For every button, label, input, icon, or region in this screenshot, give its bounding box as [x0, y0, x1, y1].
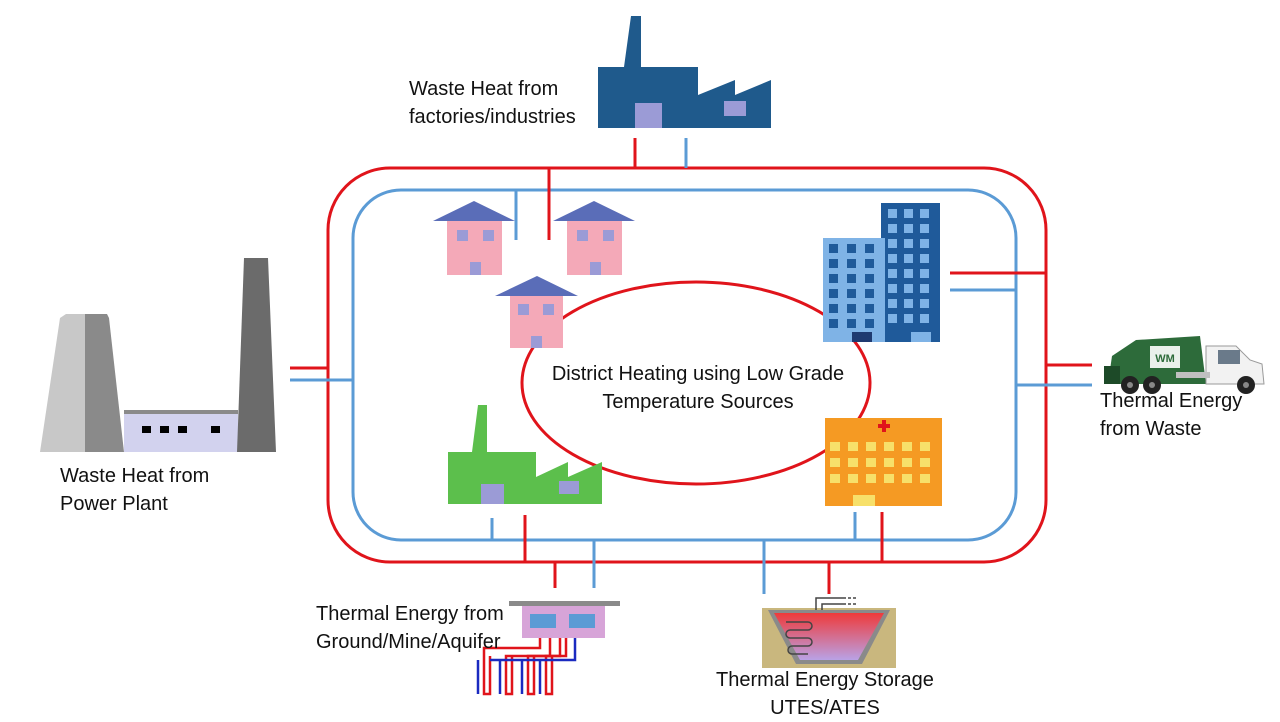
window	[904, 314, 913, 323]
label-ground: Thermal Energy from Ground/Mine/Aquifer	[316, 600, 504, 656]
window	[920, 239, 929, 248]
label-waste: Thermal Energy from Waste	[1100, 387, 1242, 443]
label-factories: Waste Heat from factories/industries	[409, 75, 576, 131]
window	[904, 284, 913, 293]
label-ground-line2: Ground/Mine/Aquifer	[316, 631, 501, 653]
house-icon	[553, 201, 635, 275]
window	[904, 254, 913, 263]
window	[888, 269, 897, 278]
label-power-plant-line2: Power Plant	[60, 493, 168, 515]
label-factories-line1: Waste Heat from	[409, 78, 559, 100]
window	[902, 474, 912, 483]
window	[904, 239, 913, 248]
label-storage-line2: UTES/ATES	[770, 697, 880, 719]
window	[829, 289, 838, 298]
window	[920, 269, 929, 278]
label-power-plant: Waste Heat from Power Plant	[60, 462, 209, 518]
window	[888, 224, 897, 233]
window	[904, 299, 913, 308]
window	[847, 274, 856, 283]
window	[888, 239, 897, 248]
apartment-building-icon	[823, 203, 940, 342]
center-loop	[520, 280, 872, 486]
label-factories-line2: factories/industries	[409, 106, 576, 128]
power-plant-icon	[40, 258, 276, 452]
window	[888, 299, 897, 308]
window	[884, 442, 894, 451]
window	[920, 314, 929, 323]
window	[904, 224, 913, 233]
window	[888, 209, 897, 218]
house-icon	[495, 276, 578, 348]
thermal-storage-icon	[762, 597, 896, 668]
window	[829, 304, 838, 313]
window	[865, 244, 874, 253]
window	[847, 304, 856, 313]
window	[847, 259, 856, 268]
house-icon	[433, 201, 515, 275]
garbage-truck-icon: WM	[1104, 336, 1265, 394]
window	[902, 458, 912, 467]
window	[888, 284, 897, 293]
window	[847, 319, 856, 328]
window	[848, 458, 858, 467]
window	[888, 314, 897, 323]
window	[866, 474, 876, 483]
window	[830, 442, 840, 451]
label-center-line2: Temperature Sources	[602, 391, 794, 413]
window	[866, 458, 876, 467]
window	[920, 254, 929, 263]
label-waste-line1: Thermal Energy	[1100, 390, 1243, 412]
window	[829, 319, 838, 328]
window	[830, 458, 840, 467]
window	[920, 442, 930, 451]
window	[920, 299, 929, 308]
window	[902, 442, 912, 451]
label-center: District Heating using Low Grade Tempera…	[528, 360, 868, 416]
truck-logo: WM	[1155, 353, 1175, 365]
window	[848, 474, 858, 483]
window	[829, 259, 838, 268]
label-storage-line1: Thermal Energy Storage	[716, 669, 934, 691]
window	[884, 474, 894, 483]
label-power-plant-line1: Waste Heat from	[60, 465, 210, 487]
inner-return-loop	[351, 188, 1018, 542]
window	[904, 209, 913, 218]
window	[829, 274, 838, 283]
window	[920, 458, 930, 467]
window	[920, 224, 929, 233]
window	[865, 319, 874, 328]
connection-pipes	[290, 138, 1092, 594]
window	[865, 274, 874, 283]
window	[920, 209, 929, 218]
window	[884, 458, 894, 467]
window	[865, 259, 874, 268]
green-factory-icon	[448, 405, 602, 504]
window	[829, 244, 838, 253]
label-ground-line1: Thermal Energy from	[316, 603, 504, 625]
window	[920, 474, 930, 483]
window	[830, 474, 840, 483]
ground-source-icon	[476, 601, 620, 696]
hospital-icon	[825, 418, 942, 506]
label-center-line1: District Heating using Low Grade	[551, 363, 845, 385]
window	[920, 284, 929, 293]
factory-icon	[598, 16, 771, 128]
window	[847, 244, 856, 253]
window	[847, 289, 856, 298]
label-storage: Thermal Energy Storage UTES/ATES	[700, 666, 950, 722]
window	[865, 289, 874, 298]
window	[848, 442, 858, 451]
window	[888, 254, 897, 263]
window	[865, 304, 874, 313]
window	[866, 442, 876, 451]
window	[904, 269, 913, 278]
label-waste-line2: from Waste	[1100, 418, 1202, 440]
